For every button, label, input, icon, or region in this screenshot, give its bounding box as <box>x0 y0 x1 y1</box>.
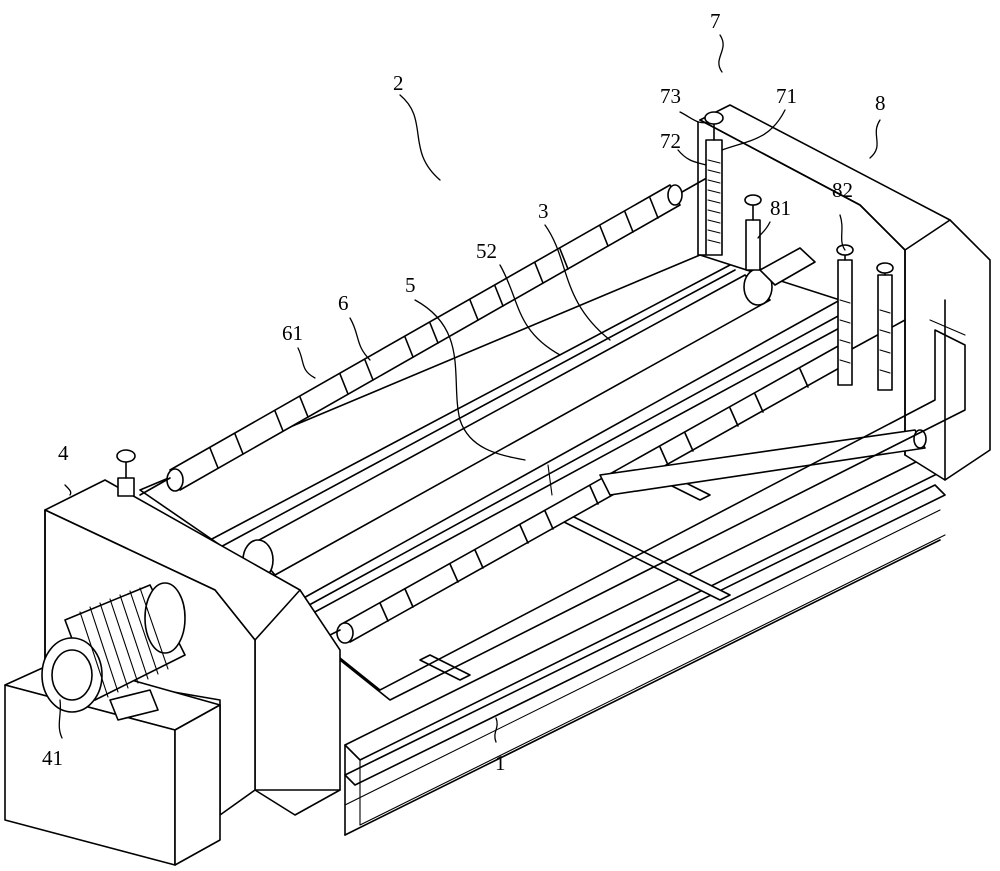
label-61: 61 <box>282 321 303 345</box>
label-73: 73 <box>660 84 681 108</box>
label-52: 52 <box>476 239 497 263</box>
left-knob <box>117 450 135 496</box>
clamp-81 <box>745 195 761 270</box>
label-8: 8 <box>875 91 886 115</box>
adjuster-assembly <box>698 112 723 255</box>
label-6: 6 <box>338 291 349 315</box>
label-71: 71 <box>776 84 797 108</box>
label-7: 7 <box>710 9 721 33</box>
label-3: 3 <box>538 199 549 223</box>
clamp-82 <box>837 245 893 390</box>
label-41: 41 <box>42 746 63 770</box>
label-1: 1 <box>495 751 506 775</box>
label-2: 2 <box>393 71 404 95</box>
label-5: 5 <box>405 273 416 297</box>
label-4: 4 <box>58 441 69 465</box>
label-81: 81 <box>770 196 791 220</box>
label-72: 72 <box>660 129 681 153</box>
label-82: 82 <box>832 178 853 202</box>
